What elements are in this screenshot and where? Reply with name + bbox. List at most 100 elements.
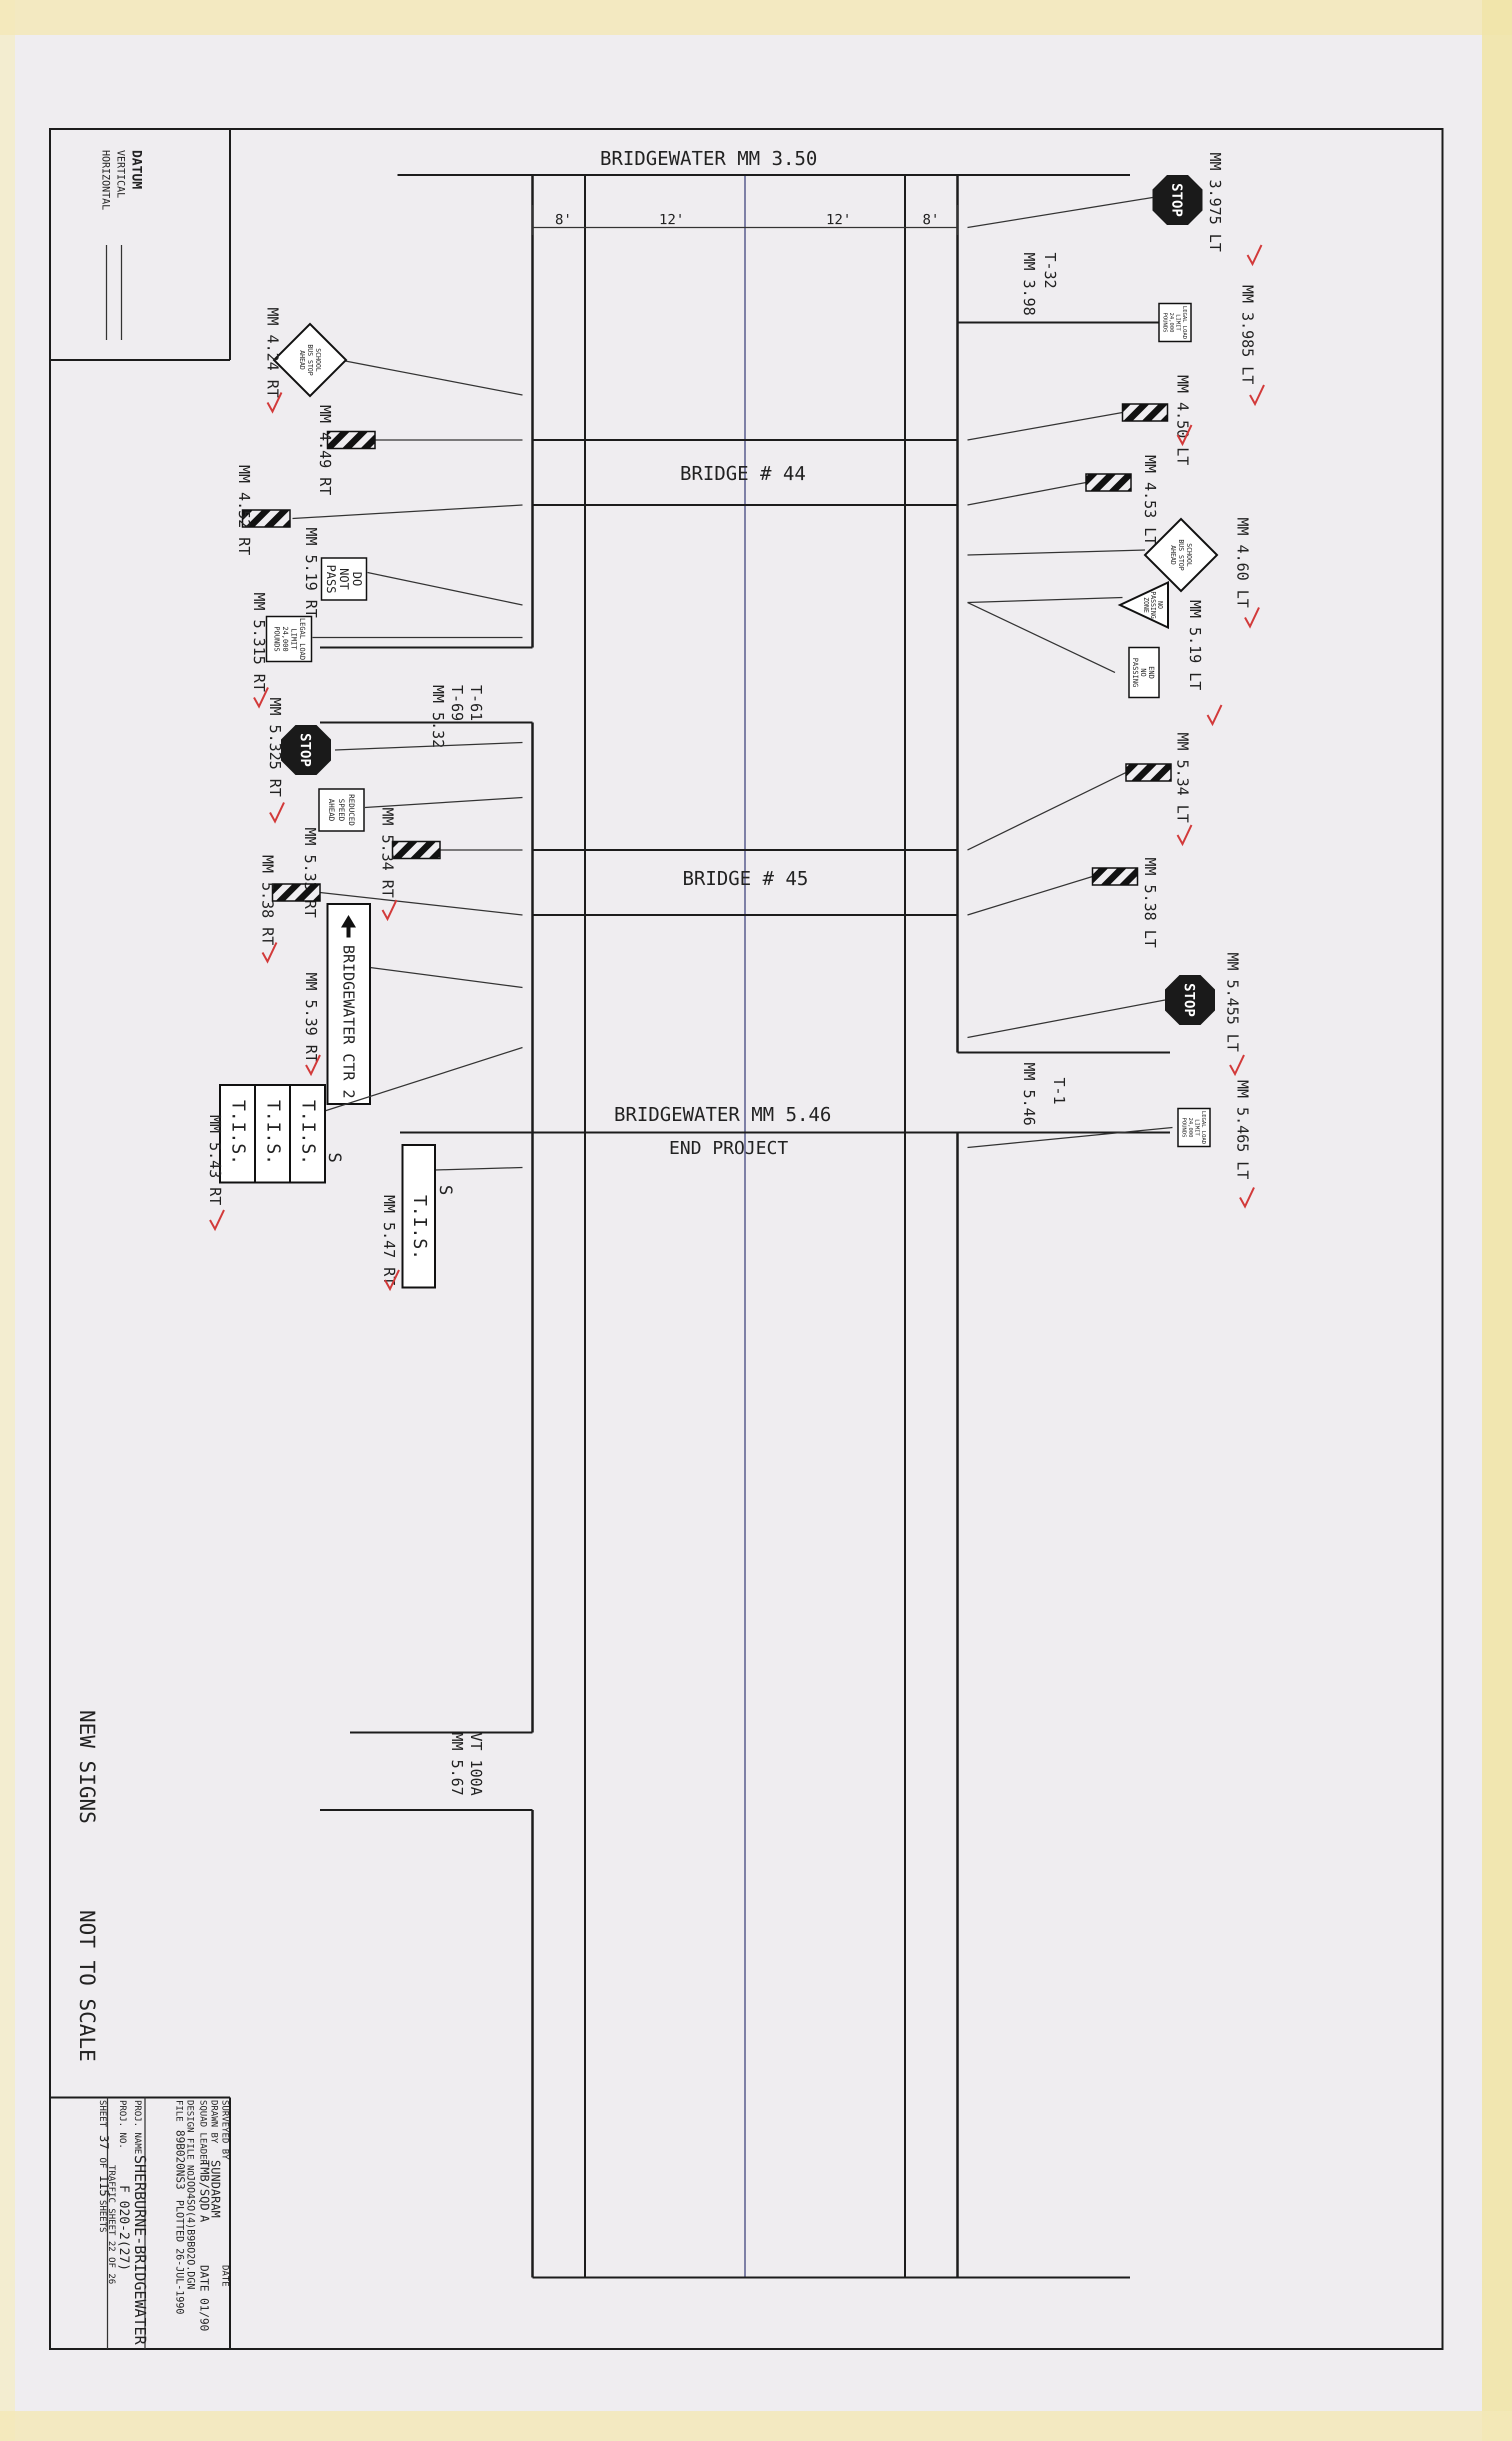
object-marker-534-lt (1125, 763, 1172, 782)
mm-543-rt: MM 5.43 RT (206, 1115, 224, 1206)
leader-tis-543 (320, 1046, 523, 1114)
school-bus-sign-460: SCHOOL BUS STOP AHEAD (1144, 518, 1218, 592)
svg-text:24,000: 24,000 (1188, 1118, 1194, 1138)
svg-text:BUS STOP: BUS STOP (306, 344, 314, 376)
datum-block: DATUM VERTICAL HORIZONTAL (100, 150, 144, 340)
tape-bottom (0, 2411, 1512, 2441)
road-t32-mm: MM 3.98 (1020, 252, 1038, 316)
mm-519-rt: MM 5.19 RT (302, 528, 320, 618)
svg-text:TRAFFIC SHEET 22 OF 26: TRAFFIC SHEET 22 OF 26 (106, 2165, 117, 2284)
end-project: END PROJECT (669, 1138, 788, 1158)
leader-school-460 (967, 549, 1146, 556)
stop-sign-5325: STOP (281, 725, 331, 775)
road-vt100a: VT 100A (467, 1732, 484, 1796)
svg-text:DATE: DATE (220, 2265, 230, 2286)
svg-text:LIMIT: LIMIT (1194, 1119, 1200, 1136)
svg-text:LEGAL LOAD: LEGAL LOAD (1200, 1111, 1207, 1144)
svg-text:PROJ. NO.: PROJ. NO. (118, 2100, 128, 2149)
svg-text:REDUCED: REDUCED (347, 794, 356, 826)
tis-sign-547-text: T.I.S. (410, 1195, 430, 1260)
object-marker-450 (1122, 403, 1168, 422)
datum-vertical: VERTICAL (115, 150, 127, 198)
tis-sign-3 (289, 1084, 326, 1184)
svg-text:SHERBURNE-BRIDGEWATER: SHERBURNE-BRIDGEWATER (131, 2155, 148, 2345)
svg-text:BUS STOP: BUS STOP (1177, 540, 1184, 571)
mm-533-rt: MM 5.33 RT (301, 828, 318, 918)
object-marker-453 (1085, 473, 1132, 492)
border-frame (49, 128, 1444, 2350)
datum-title: DATUM (129, 150, 144, 189)
note-not-to-scale: NOT TO SCALE (75, 1910, 100, 2062)
svg-text:ZONE: ZONE (1142, 597, 1150, 612)
svg-text:DATE 01/90: DATE 01/90 (198, 2265, 210, 2331)
svg-text:TMB/SQD: TMB/SQD (198, 2160, 212, 2210)
road-t1-mm: MM 5.46 (1020, 1062, 1038, 1126)
title-block: SURVEYED BY DATE SUNDARAM DRAWN BY SQUAD… (50, 2096, 231, 2349)
legal-load-sign-3985: LEGAL LOAD LIMIT 24,000 POUNDS (1158, 302, 1192, 342)
svg-text:24,000: 24,000 (281, 626, 289, 652)
tape-right (1482, 0, 1512, 2441)
bridge-45-label: BRIDGE # 45 (682, 868, 808, 890)
mm-534-lt: MM 5.34 LT (1174, 732, 1191, 823)
leader-om-538-rt (320, 892, 523, 916)
leader-om-538-lt (967, 876, 1093, 916)
road-t69: T-69 (448, 685, 466, 721)
mm-538-lt: MM 5.38 LT (1141, 858, 1158, 948)
svg-text:T.I.S.: T.I.S. (298, 1100, 318, 1165)
school-bus-sign-424: SCHOOL BUS STOP AHEAD (272, 322, 348, 398)
mm-519-lt: MM 5.19 LT (1186, 600, 1204, 690)
road-t61: T-61 (467, 685, 484, 721)
stop-sign-5455: STOP (1165, 975, 1215, 1025)
leader-stop-5455 (967, 999, 1166, 1038)
leader-school-424 (340, 359, 523, 396)
tis-sign-1 (219, 1084, 256, 1184)
tis-s-543: S (324, 1152, 344, 1162)
svg-text:AHEAD: AHEAD (1169, 545, 1176, 564)
svg-text:T.I.S.: T.I.S. (263, 1100, 284, 1165)
mm-453-lt: MM 4.53 LT (1141, 455, 1158, 546)
mm-5465-lt: MM 5.465 LT (1234, 1080, 1251, 1180)
svg-text:SQUAD LEADER: SQUAD LEADER (198, 2100, 208, 2165)
svg-text:DESIGN FILE NO.: DESIGN FILE NO. (185, 2100, 196, 2182)
object-marker-449 (326, 430, 376, 450)
tis-sign-547 (402, 1144, 436, 1288)
svg-text:DO: DO (350, 572, 364, 586)
svg-text:LIMIT: LIMIT (290, 628, 298, 650)
svg-text:24,000: 24,000 (1168, 312, 1175, 332)
object-marker-538-lt (1092, 867, 1138, 886)
svg-text:PLOTTED 26-JUL-1990: PLOTTED 26-JUL-1990 (174, 2200, 186, 2314)
leader-dnp (367, 572, 523, 606)
svg-text:END: END (1147, 666, 1155, 678)
road-labels: T-32 MM 3.98 T-61 T-69 MM 5.32 T-1 MM 5.… (429, 252, 1068, 1796)
svg-text:OF: OF (98, 2158, 108, 2168)
svg-text:SURVEYED BY: SURVEYED BY (220, 2100, 230, 2160)
reduced-speed-sign: REDUCED SPEED AHEAD (318, 788, 365, 832)
no-passing-zone-sign: NO PASSING ZONE (1118, 580, 1169, 630)
svg-text:NO: NO (1156, 601, 1164, 609)
svg-text:POUNDS: POUNDS (272, 626, 280, 652)
stop-sign-3975: STOP (1152, 175, 1202, 225)
legal-load-sign-5465: LEGAL LOAD LIMIT 24,000 POUNDS (1177, 1108, 1211, 1148)
end-no-passing-sign: END NO PASSING (1128, 646, 1160, 698)
svg-text:NO: NO (1139, 668, 1147, 677)
svg-text:SHEETS: SHEETS (98, 2200, 108, 2232)
road-t61-mm: MM 5.32 (429, 685, 446, 748)
svg-text:NOT: NOT (337, 568, 351, 590)
title-end: BRIDGEWATER MM 5.46 (614, 1104, 832, 1126)
leader-tis-547 (434, 1166, 523, 1171)
bridgewater-ctr-sign: BRIDGEWATER CTR 2 (326, 903, 371, 1105)
svg-text:SCHOOL: SCHOOL (1185, 544, 1192, 567)
tis-sign-2 (254, 1084, 291, 1184)
svg-text:POUNDS: POUNDS (1181, 1118, 1188, 1138)
leader-reduced (364, 796, 523, 808)
bridge-44-label: BRIDGE # 44 (680, 462, 806, 484)
svg-text:PASSING: PASSING (1149, 592, 1156, 619)
road-t32: T-32 (1041, 252, 1058, 288)
leader-guide (370, 966, 523, 988)
leader-legal-5465 (967, 1126, 1173, 1148)
svg-text:POUNDS: POUNDS (1162, 312, 1168, 332)
mm-3985-lt: MM 3.985 LT (1238, 285, 1256, 384)
width-left-shoulder: 8' (555, 211, 572, 228)
leader-om-453 (967, 482, 1086, 506)
